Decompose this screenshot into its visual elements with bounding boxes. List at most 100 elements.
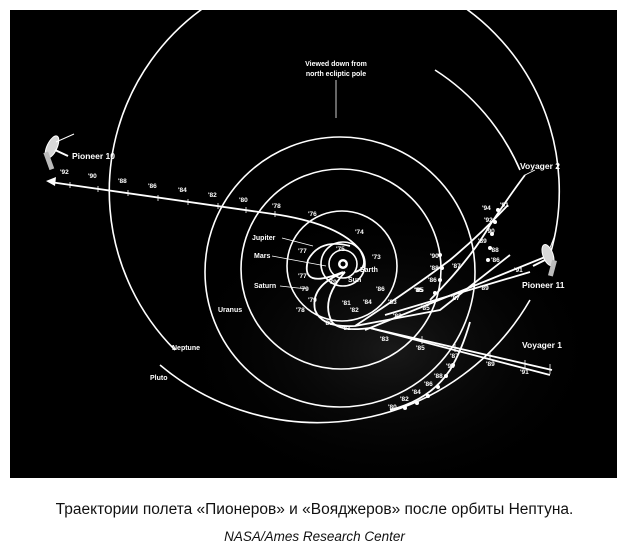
diagram-panel: Viewed down from north ecliptic pole '92… (10, 10, 617, 478)
year-label: '83 (380, 336, 389, 343)
year-label: '79 (300, 286, 309, 293)
year-label: '90 (88, 173, 97, 180)
voyager1-label: Voyager 1 (522, 340, 562, 350)
year-label: '92 (484, 217, 493, 224)
header-line1: Viewed down from (305, 61, 367, 68)
voyager2-inner-path (313, 254, 511, 328)
year-label: '91 (520, 369, 529, 376)
year-label: '88 (434, 373, 443, 380)
year-label: '76 (308, 211, 317, 218)
year-label: '85 (421, 305, 430, 312)
uranus-orbit (204, 136, 476, 408)
pioneer10-ticks (69, 182, 276, 217)
year-label: '80 (324, 320, 333, 327)
year-label: '94 (482, 205, 491, 212)
neptune-orbit (108, 10, 561, 351)
year-label: '77 (298, 273, 307, 280)
year-label: '90 (446, 363, 455, 370)
jupiter-pointer (281, 237, 314, 247)
year-label: '86 (376, 286, 385, 293)
voyager2-pointer (524, 169, 536, 176)
year-label: '89 (478, 238, 487, 245)
year-label: '86 (428, 277, 437, 284)
year-label: '90 (430, 253, 439, 260)
pioneer11-inner-loop (305, 242, 351, 280)
pioneer11-path (354, 204, 509, 327)
year-label: '82 (208, 192, 217, 199)
year-label: '82 (400, 396, 409, 403)
neptune-orbit-upper (434, 69, 521, 171)
right-year-dots (433, 208, 500, 295)
voyager2-path (429, 174, 526, 301)
pluto-orbit (159, 299, 531, 424)
year-label: '84 (178, 187, 187, 194)
pioneer10-spacecraft (43, 133, 75, 171)
figure-credit: NASA/Ames Research Center (224, 529, 405, 544)
year-label: '84 (363, 299, 372, 306)
pioneer11-outbound-line (384, 271, 531, 316)
header-line2: north ecliptic pole (306, 71, 366, 78)
pioneer10-trajectory (49, 181, 365, 273)
year-label: '78 (272, 203, 281, 210)
year-label: '77 (298, 248, 307, 255)
year-label: '79 (328, 279, 337, 286)
year-label: '81 (342, 325, 351, 332)
year-label: '89 (486, 361, 495, 368)
year-label: '85 (416, 345, 425, 352)
year-label: '73 (372, 254, 381, 261)
year-label: '84 (412, 389, 421, 396)
pioneer11-spacecraft (532, 234, 557, 277)
mars-orbit (320, 241, 366, 287)
year-label: '83 (388, 299, 397, 306)
year-label: '86 (148, 183, 157, 190)
year-label: '92 (60, 169, 69, 176)
year-label: '86 (491, 257, 500, 264)
year-label: '74 (355, 229, 364, 236)
year-label: '88 (490, 247, 499, 254)
pioneer10-label: Pioneer 10 (72, 151, 115, 161)
lower-year-dots (403, 363, 455, 410)
jupiter-label: Jupiter (252, 235, 276, 242)
year-label: '80 (388, 404, 397, 411)
haze (170, 200, 610, 478)
year-label: '90 (486, 228, 495, 235)
mars-label: Mars (254, 253, 270, 260)
year-label: '88 (430, 265, 439, 272)
year-label: '85 (415, 287, 424, 294)
year-label: '88 (118, 178, 127, 185)
trajectory-diagram: Viewed down from north ecliptic pole '92… (10, 10, 617, 478)
year-label: '85 (414, 287, 423, 294)
sun-label: Sun (348, 277, 361, 284)
voyager1-inner-path (327, 271, 551, 376)
neptune-label: Neptune (172, 345, 200, 352)
lower-spiral-path (389, 321, 471, 411)
year-label: '91 (514, 267, 523, 274)
year-label: '81 (342, 300, 351, 307)
year-label: '75 (336, 246, 345, 253)
figure-caption: Траектории полета «Пионеров» и «Вояджеро… (55, 501, 574, 518)
voyager2-label: Voyager 2 (520, 161, 560, 171)
earth-label: Earth (360, 267, 378, 274)
year-label: '83 (393, 313, 402, 320)
mars-pointer (271, 255, 327, 267)
year-label: '87 (450, 353, 459, 360)
year-label: '82 (350, 307, 359, 314)
pioneer10-arrow (46, 177, 56, 186)
saturn-pointer (279, 285, 308, 290)
pluto-label: Pluto (150, 375, 168, 382)
uranus-label: Uranus (218, 307, 242, 314)
pioneer11-outbound (364, 254, 551, 331)
year-label: '87 (452, 263, 461, 270)
earth-orbit (328, 249, 358, 279)
year-label: '87 (451, 295, 460, 302)
jupiter-orbit (286, 210, 398, 322)
year-label: '91 (500, 202, 509, 209)
year-label: '79 (308, 297, 317, 304)
year-label: '78 (296, 307, 305, 314)
year-label: '89 (480, 285, 489, 292)
voyager1-ticks (421, 336, 551, 374)
pioneer11-label: Pioneer 11 (522, 280, 565, 290)
sun-core (340, 261, 346, 267)
year-label: '86 (424, 381, 433, 388)
saturn-label: Saturn (254, 283, 276, 290)
